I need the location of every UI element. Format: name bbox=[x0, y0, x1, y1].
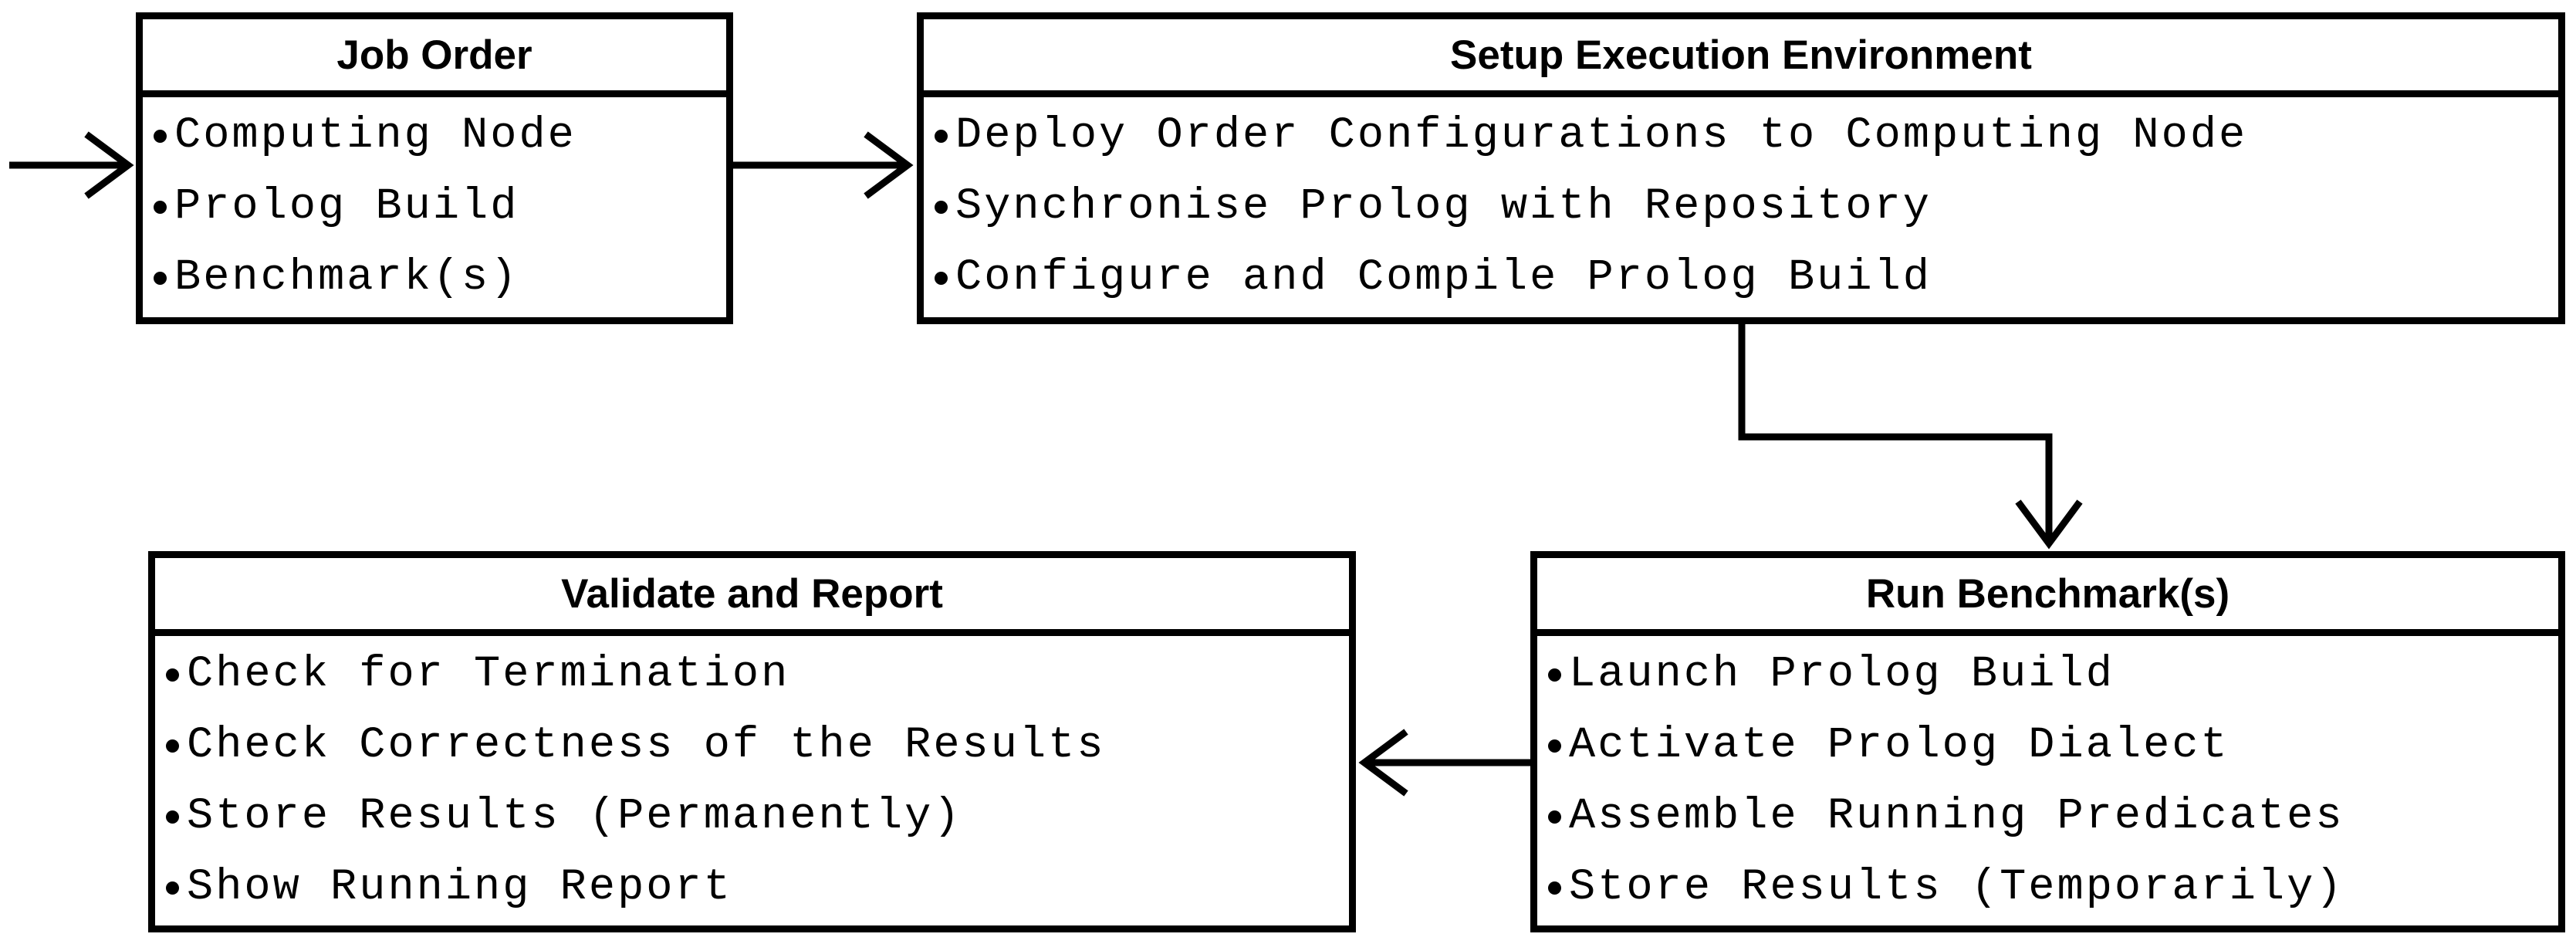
item-label: Check for Termination bbox=[187, 650, 790, 699]
item-label: Store Results (Permanently) bbox=[187, 792, 962, 841]
bullet-icon bbox=[154, 200, 167, 214]
bullet-icon bbox=[166, 810, 179, 824]
job-to-setup-arrow bbox=[733, 131, 914, 199]
setup-environment-box: Setup Execution Environment Deploy Order… bbox=[917, 12, 2565, 324]
item-label: Store Results (Temporarily) bbox=[1569, 863, 2344, 912]
validate-report-list: Check for Termination Check Correctness … bbox=[155, 636, 1349, 923]
bullet-icon bbox=[935, 271, 948, 285]
item-label: Synchronise Prolog with Repository bbox=[955, 182, 1932, 232]
run-benchmarks-list: Launch Prolog Build Activate Prolog Dial… bbox=[1537, 636, 2558, 923]
list-item: Computing Node bbox=[143, 100, 726, 171]
item-label: Launch Prolog Build bbox=[1569, 650, 2115, 699]
list-item: Store Results (Permanently) bbox=[155, 781, 1349, 852]
bullet-icon bbox=[166, 739, 179, 753]
list-item: Benchmark(s) bbox=[143, 242, 726, 313]
bullet-icon bbox=[935, 129, 948, 143]
list-item: Store Results (Temporarily) bbox=[1537, 852, 2558, 923]
validate-report-title: Validate and Report bbox=[155, 558, 1349, 636]
bullet-icon bbox=[1548, 739, 1561, 753]
setup-environment-list: Deploy Order Configurations to Computing… bbox=[924, 97, 2558, 313]
entry-arrow bbox=[9, 131, 134, 199]
job-order-list: Computing Node Prolog Build Benchmark(s) bbox=[143, 97, 726, 313]
run-benchmarks-box: Run Benchmark(s) Launch Prolog Build Act… bbox=[1530, 551, 2565, 932]
bullet-icon bbox=[166, 668, 179, 682]
list-item: Prolog Build bbox=[143, 171, 726, 242]
item-label: Activate Prolog Dialect bbox=[1569, 721, 2229, 770]
bullet-icon bbox=[1548, 810, 1561, 824]
list-item: Check Correctness of the Results bbox=[155, 710, 1349, 781]
bullet-icon bbox=[1548, 668, 1561, 682]
item-label: Computing Node bbox=[174, 111, 576, 161]
bullet-icon bbox=[935, 200, 948, 214]
list-item: Launch Prolog Build bbox=[1537, 639, 2558, 710]
list-item: Assemble Running Predicates bbox=[1537, 781, 2558, 852]
job-order-title: Job Order bbox=[143, 19, 726, 97]
list-item: Deploy Order Configurations to Computing… bbox=[924, 100, 2558, 171]
list-item: Show Running Report bbox=[155, 852, 1349, 923]
run-to-validate-arrow bbox=[1358, 729, 1530, 797]
item-label: Deploy Order Configurations to Computing… bbox=[955, 111, 2248, 161]
run-benchmarks-title: Run Benchmark(s) bbox=[1537, 558, 2558, 636]
item-label: Check Correctness of the Results bbox=[187, 721, 1106, 770]
bullet-icon bbox=[154, 129, 167, 143]
setup-to-run-arrow bbox=[1738, 324, 2083, 550]
job-order-box: Job Order Computing Node Prolog Build Be… bbox=[136, 12, 733, 324]
bullet-icon bbox=[1548, 881, 1561, 895]
list-item: Activate Prolog Dialect bbox=[1537, 710, 2558, 781]
setup-environment-title: Setup Execution Environment bbox=[924, 19, 2558, 97]
validate-report-box: Validate and Report Check for Terminatio… bbox=[148, 551, 1356, 932]
item-label: Benchmark(s) bbox=[174, 253, 519, 303]
item-label: Assemble Running Predicates bbox=[1569, 792, 2344, 841]
bullet-icon bbox=[166, 881, 179, 895]
item-label: Show Running Report bbox=[187, 863, 732, 912]
list-item: Configure and Compile Prolog Build bbox=[924, 242, 2558, 313]
item-label: Prolog Build bbox=[174, 182, 519, 232]
item-label: Configure and Compile Prolog Build bbox=[955, 253, 1932, 303]
bullet-icon bbox=[154, 271, 167, 285]
list-item: Synchronise Prolog with Repository bbox=[924, 171, 2558, 242]
list-item: Check for Termination bbox=[155, 639, 1349, 710]
